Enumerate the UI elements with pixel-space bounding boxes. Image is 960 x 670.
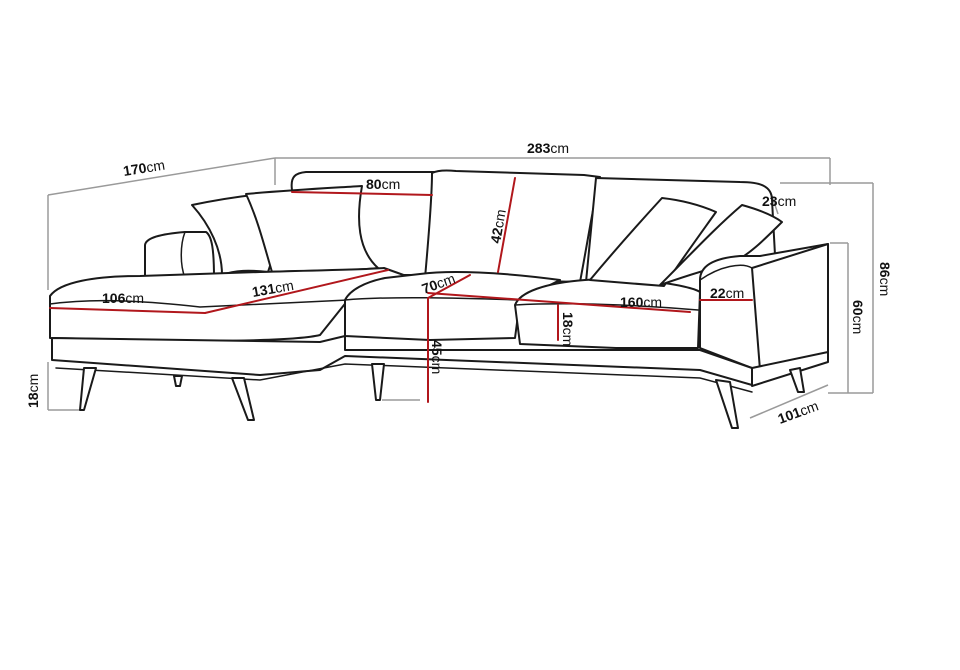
mark-seat-width	[427, 292, 691, 313]
leg-middle	[371, 363, 385, 401]
mark-chaise-width	[49, 307, 206, 314]
dimension-guides	[47, 157, 874, 419]
guide-overall-depth	[749, 384, 829, 419]
pillow-front-right	[589, 197, 717, 287]
label-overall-height: 86cm	[877, 262, 893, 296]
chaise-arm	[144, 231, 215, 281]
right-arm	[699, 243, 829, 371]
guide-chaise-length	[47, 157, 276, 196]
label-seat-width: 160cm	[620, 294, 662, 310]
measurement-marks	[49, 177, 753, 403]
pillows-left	[191, 185, 379, 276]
seat-cushion-left	[344, 271, 561, 341]
label-chaise-depth: 131cm	[251, 277, 295, 300]
label-seat-cushion-height: 18cm	[560, 312, 576, 346]
label-back-cushion-height: 42cm	[487, 208, 509, 245]
dimension-labels: 283cm 170cm 80cm 42cm 23cm 86cm 60cm 106…	[25, 140, 893, 427]
mark-seat-depth	[427, 274, 471, 299]
pillows-right	[589, 197, 783, 287]
label-seat-depth: 70cm	[420, 270, 458, 297]
label-chaise-length: 170cm	[122, 157, 166, 179]
legs	[79, 363, 805, 429]
label-chaise-width: 106cm	[102, 290, 144, 306]
chaise-arm-body	[144, 231, 215, 281]
label-arm-width: 22cm	[710, 285, 744, 301]
label-back-cushion-width: 80cm	[366, 176, 400, 192]
guide-pillow-depth	[771, 195, 779, 215]
mark-back-cushion-height	[497, 177, 516, 273]
mark-back-cushion-width	[291, 191, 433, 196]
leg-front-left	[79, 367, 97, 411]
label-seat-height: 45cm	[429, 340, 445, 374]
leg-back-chaise	[173, 375, 183, 387]
label-pillow-depth: 23cm	[762, 193, 796, 209]
label-total-width: 283cm	[527, 140, 569, 156]
label-overall-depth: 101cm	[776, 397, 821, 426]
back-cushion-middle	[424, 169, 601, 283]
leg-back-right	[789, 367, 805, 393]
label-leg-height: 18cm	[25, 374, 41, 408]
mark-chaise-depth	[204, 269, 389, 314]
leg-front-right	[715, 379, 739, 429]
leg-front-chaise	[231, 377, 255, 421]
seat-cushion-right	[514, 278, 701, 349]
label-arm-height: 60cm	[850, 300, 866, 334]
